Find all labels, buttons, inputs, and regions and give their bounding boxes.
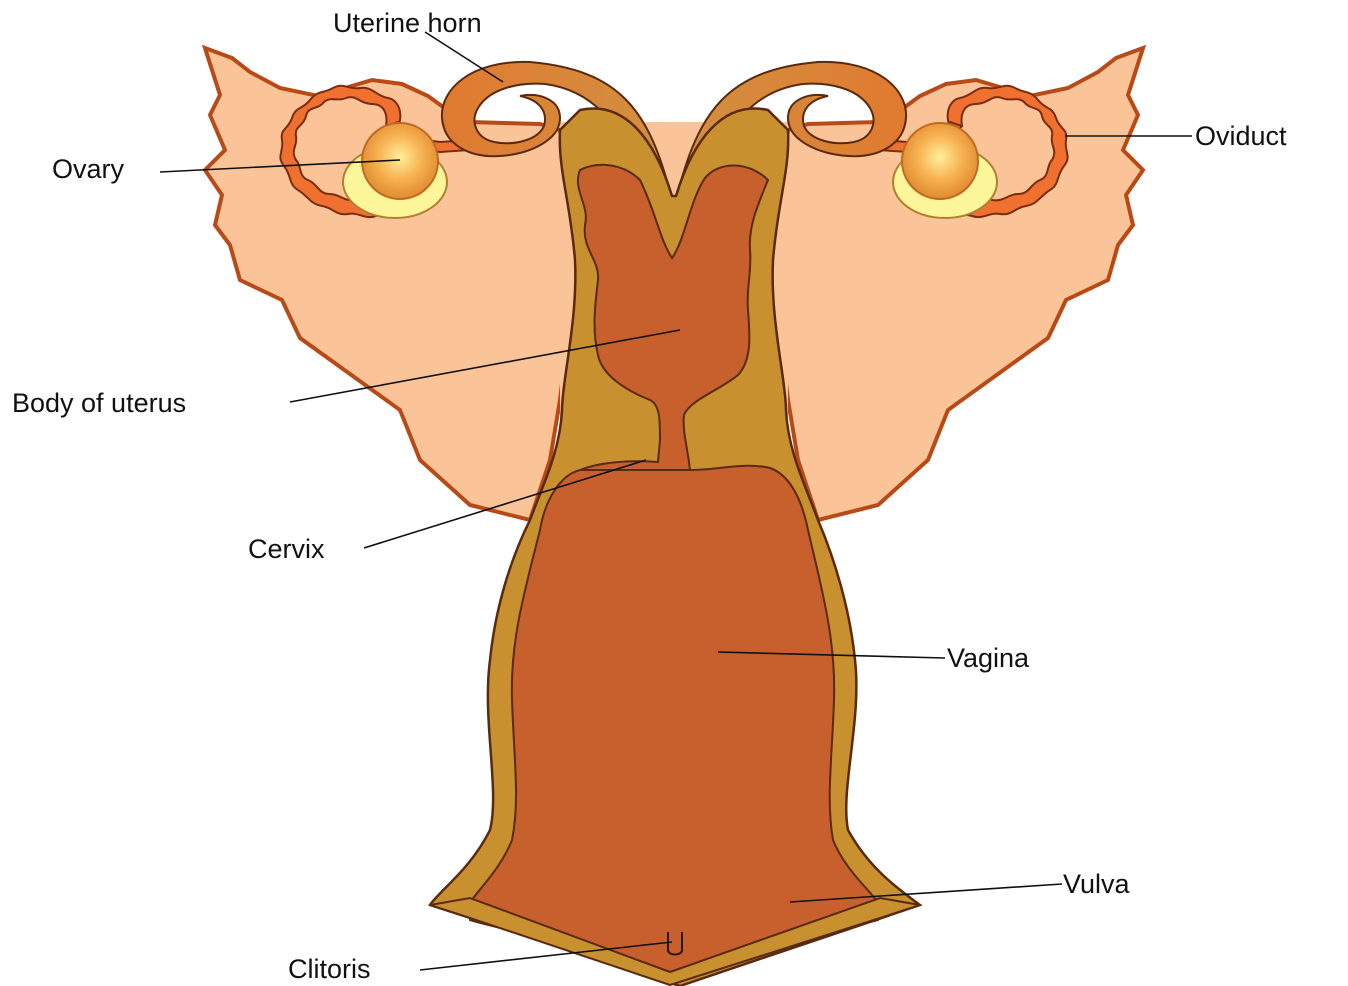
label-ovary: Ovary <box>52 154 125 184</box>
label-vagina: Vagina <box>947 643 1030 673</box>
label-cervix: Cervix <box>248 534 325 564</box>
leader-uterine-horn <box>425 32 503 82</box>
label-uterine-horn: Uterine horn <box>333 8 482 38</box>
ovary-right <box>902 123 978 199</box>
label-oviduct: Oviduct <box>1195 121 1287 151</box>
label-clitoris: Clitoris <box>288 954 371 984</box>
label-vulva: Vulva <box>1063 869 1131 899</box>
label-body-of-uterus: Body of uterus <box>12 388 186 418</box>
